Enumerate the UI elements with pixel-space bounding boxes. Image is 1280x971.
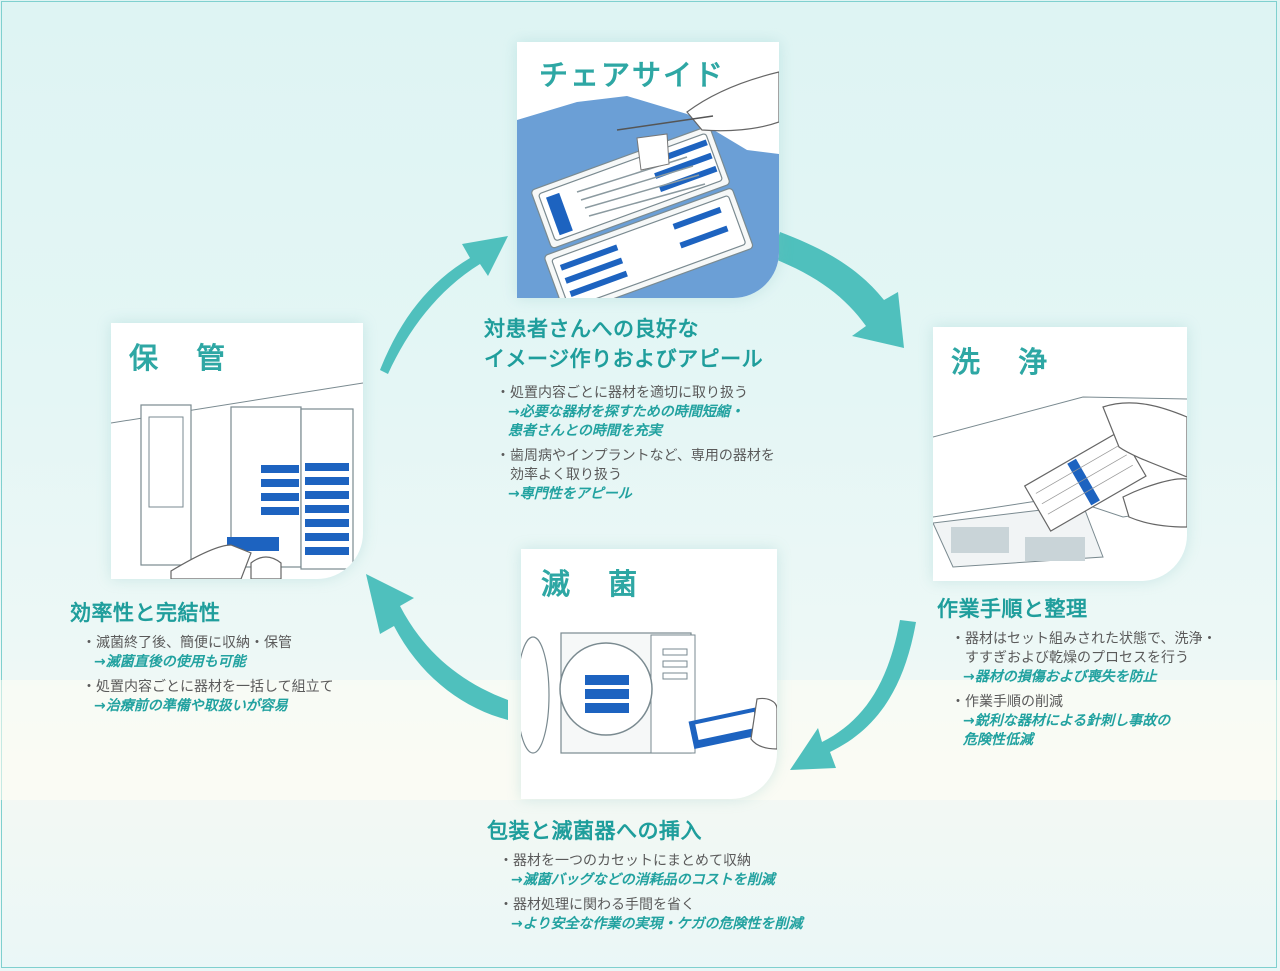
bullet-text: 歯周病やインプラントなど、専用の器材を 効率よく取り扱う — [496, 447, 775, 485]
washing-heading-line: 作業手順と整理 — [937, 597, 1088, 621]
chairside-heading-line: 対患者さんへの良好な — [484, 317, 699, 341]
list-item: 処置内容ごとに器材を一括して組立て →治療前の準備や取扱いが容易 — [82, 678, 334, 716]
chairside-heading: 対患者さんへの良好な イメージ作りおよびアピール — [484, 314, 775, 374]
bullet-text: 器材処理に関わる手間を省く — [499, 896, 802, 915]
chairside-panel: チェアサイド — [517, 42, 779, 298]
washing-title: 洗 浄 — [951, 345, 1062, 379]
washing-heading: 作業手順と整理 — [937, 594, 1216, 624]
bullet-result: →専門性をアピール — [508, 486, 632, 502]
list-item: 器材を一つのカセットにまとめて収納 →滅菌バッグなどの消耗品のコストを削減 — [499, 852, 802, 890]
chairside-bullets: 処置内容ごとに器材を適切に取り扱う →必要な器材を探すための時間短縮・ 患者さん… — [496, 384, 775, 504]
chairside-illustration — [517, 71, 779, 298]
sterilization-illustration — [521, 632, 777, 754]
bullet-result: →器材の損傷および喪失を防止 — [963, 669, 1157, 685]
washing-panel: 洗 浄 — [933, 327, 1187, 581]
sterilization-panel: 滅 菌 — [521, 549, 777, 799]
chairside-title: チェアサイド — [539, 58, 726, 92]
storage-title: 保 管 — [129, 341, 240, 375]
list-item: 作業手順の削減 →鋭利な器材による針刺し事故の 危険性低減 — [951, 693, 1216, 750]
curved-arrow-icon — [366, 574, 508, 720]
curved-arrow-icon — [790, 620, 916, 770]
list-item: 歯周病やインプラントなど、専用の器材を 効率よく取り扱う →専門性をアピール — [496, 447, 775, 504]
storage-bullets: 滅菌終了後、簡便に収納・保管 →滅菌直後の使用も可能 処置内容ごとに器材を一括し… — [82, 634, 334, 716]
washing-text: 作業手順と整理 器材はセット組みされた状態で、洗浄・ すすぎおよび乾燥のプロセス… — [937, 594, 1216, 756]
bullet-text: 器材を一つのカセットにまとめて収納 — [499, 852, 802, 871]
bullet-text: 滅菌終了後、簡便に収納・保管 — [82, 634, 334, 653]
sterilization-text: 包装と滅菌器への挿入 器材を一つのカセットにまとめて収納 →滅菌バッグなどの消耗… — [487, 816, 802, 940]
bullet-result: →治療前の準備や取扱いが容易 — [94, 698, 288, 714]
bullet-text: 処置内容ごとに器材を一括して組立て — [82, 678, 334, 697]
bullet-text: 作業手順の削減 — [951, 693, 1216, 712]
list-item: 器材処理に関わる手間を省く →より安全な作業の実現・ケガの危険性を削減 — [499, 896, 802, 934]
sterilization-heading-line: 包装と滅菌器への挿入 — [487, 819, 702, 843]
bullet-result: →必要な器材を探すための時間短縮・ 患者さんとの時間を充実 — [508, 404, 744, 439]
bullet-result: →滅菌バッグなどの消耗品のコストを削減 — [511, 872, 775, 888]
bullet-text: 器材はセット組みされた状態で、洗浄・ すすぎおよび乾燥のプロセスを行う — [951, 630, 1216, 668]
curved-arrow-icon — [772, 232, 904, 348]
chairside-heading-line: イメージ作りおよびアピール — [484, 347, 764, 371]
sterilization-heading: 包装と滅菌器への挿入 — [487, 816, 802, 846]
storage-heading: 効率性と完結性 — [70, 598, 334, 628]
storage-heading-line: 効率性と完結性 — [70, 601, 221, 625]
bullet-result: →滅菌直後の使用も可能 — [94, 654, 246, 670]
list-item: 処置内容ごとに器材を適切に取り扱う →必要な器材を探すための時間短縮・ 患者さん… — [496, 384, 775, 441]
bullet-text: 処置内容ごとに器材を適切に取り扱う — [496, 384, 775, 403]
sterilization-bullets: 器材を一つのカセットにまとめて収納 →滅菌バッグなどの消耗品のコストを削減 器材… — [499, 852, 802, 934]
bullet-result: →鋭利な器材による針刺し事故の 危険性低減 — [963, 713, 1171, 748]
chairside-text: 対患者さんへの良好な イメージ作りおよびアピール 処置内容ごとに器材を適切に取り… — [484, 314, 775, 510]
washing-illustration — [933, 396, 1187, 568]
storage-panel: 保 管 — [111, 323, 363, 579]
curved-arrow-icon — [380, 236, 508, 374]
list-item: 器材はセット組みされた状態で、洗浄・ すすぎおよび乾燥のプロセスを行う →器材の… — [951, 630, 1216, 687]
bullet-result: →より安全な作業の実現・ケガの危険性を削減 — [511, 916, 803, 932]
sterilization-title: 滅 菌 — [541, 567, 652, 601]
storage-illustration — [111, 382, 363, 579]
list-item: 滅菌終了後、簡便に収納・保管 →滅菌直後の使用も可能 — [82, 634, 334, 672]
washing-bullets: 器材はセット組みされた状態で、洗浄・ すすぎおよび乾燥のプロセスを行う →器材の… — [951, 630, 1216, 750]
storage-text: 効率性と完結性 滅菌終了後、簡便に収納・保管 →滅菌直後の使用も可能 処置内容ご… — [70, 598, 334, 722]
